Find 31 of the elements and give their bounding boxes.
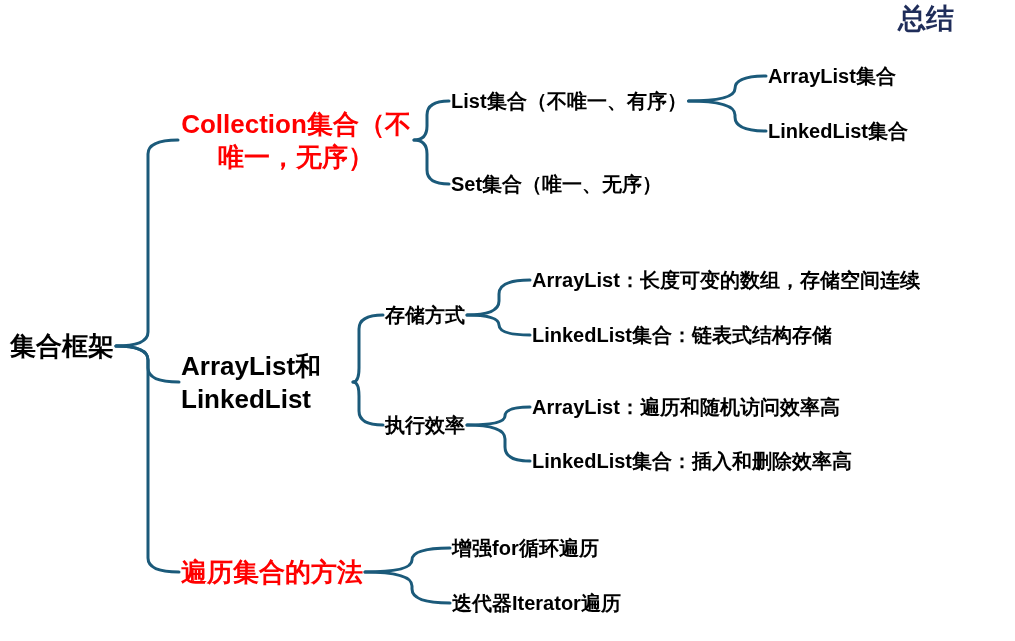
brace-line [465, 405, 532, 427]
brace-line [412, 99, 451, 142]
leaf-label: LinkedList集合 [768, 118, 908, 144]
slide-title: 总结 [898, 2, 954, 36]
brace-line [465, 423, 532, 463]
brace-line [465, 313, 532, 337]
leaf-label: ArrayList：遍历和随机访问效率高 [532, 394, 840, 420]
brace-line [412, 138, 451, 186]
brace-line [465, 278, 532, 317]
brace-line [114, 344, 181, 574]
root-label: 集合框架 [10, 329, 114, 363]
branch-label: ArrayList和 LinkedList [181, 349, 351, 415]
branch-label: 存储方式 [385, 302, 465, 328]
branch-label: List集合（不唯一、有序） [451, 88, 687, 114]
brace-line [363, 570, 452, 605]
leaf-label: LinkedList集合：插入和删除效率高 [532, 448, 852, 474]
branch-label: Collection集合（不唯一，无序） [180, 107, 412, 173]
leaf-label: 迭代器Iterator遍历 [452, 590, 621, 616]
brace-line [363, 546, 452, 574]
leaf-label: ArrayList集合 [768, 63, 896, 89]
branch-label: 执行效率 [385, 412, 465, 438]
leaf-label: Set集合（唯一、无序） [451, 171, 663, 197]
brace-line [351, 380, 385, 427]
branch-label: 遍历集合的方法 [181, 555, 363, 589]
leaf-label: 增强for循环遍历 [452, 535, 599, 561]
brace-line [687, 99, 768, 133]
leaf-label: ArrayList：长度可变的数组，存储空间连续 [532, 267, 920, 293]
leaf-label: LinkedList集合：链表式结构存储 [532, 322, 832, 348]
brace-line [114, 138, 180, 348]
brace-line [687, 74, 768, 103]
brace-line [351, 313, 385, 384]
